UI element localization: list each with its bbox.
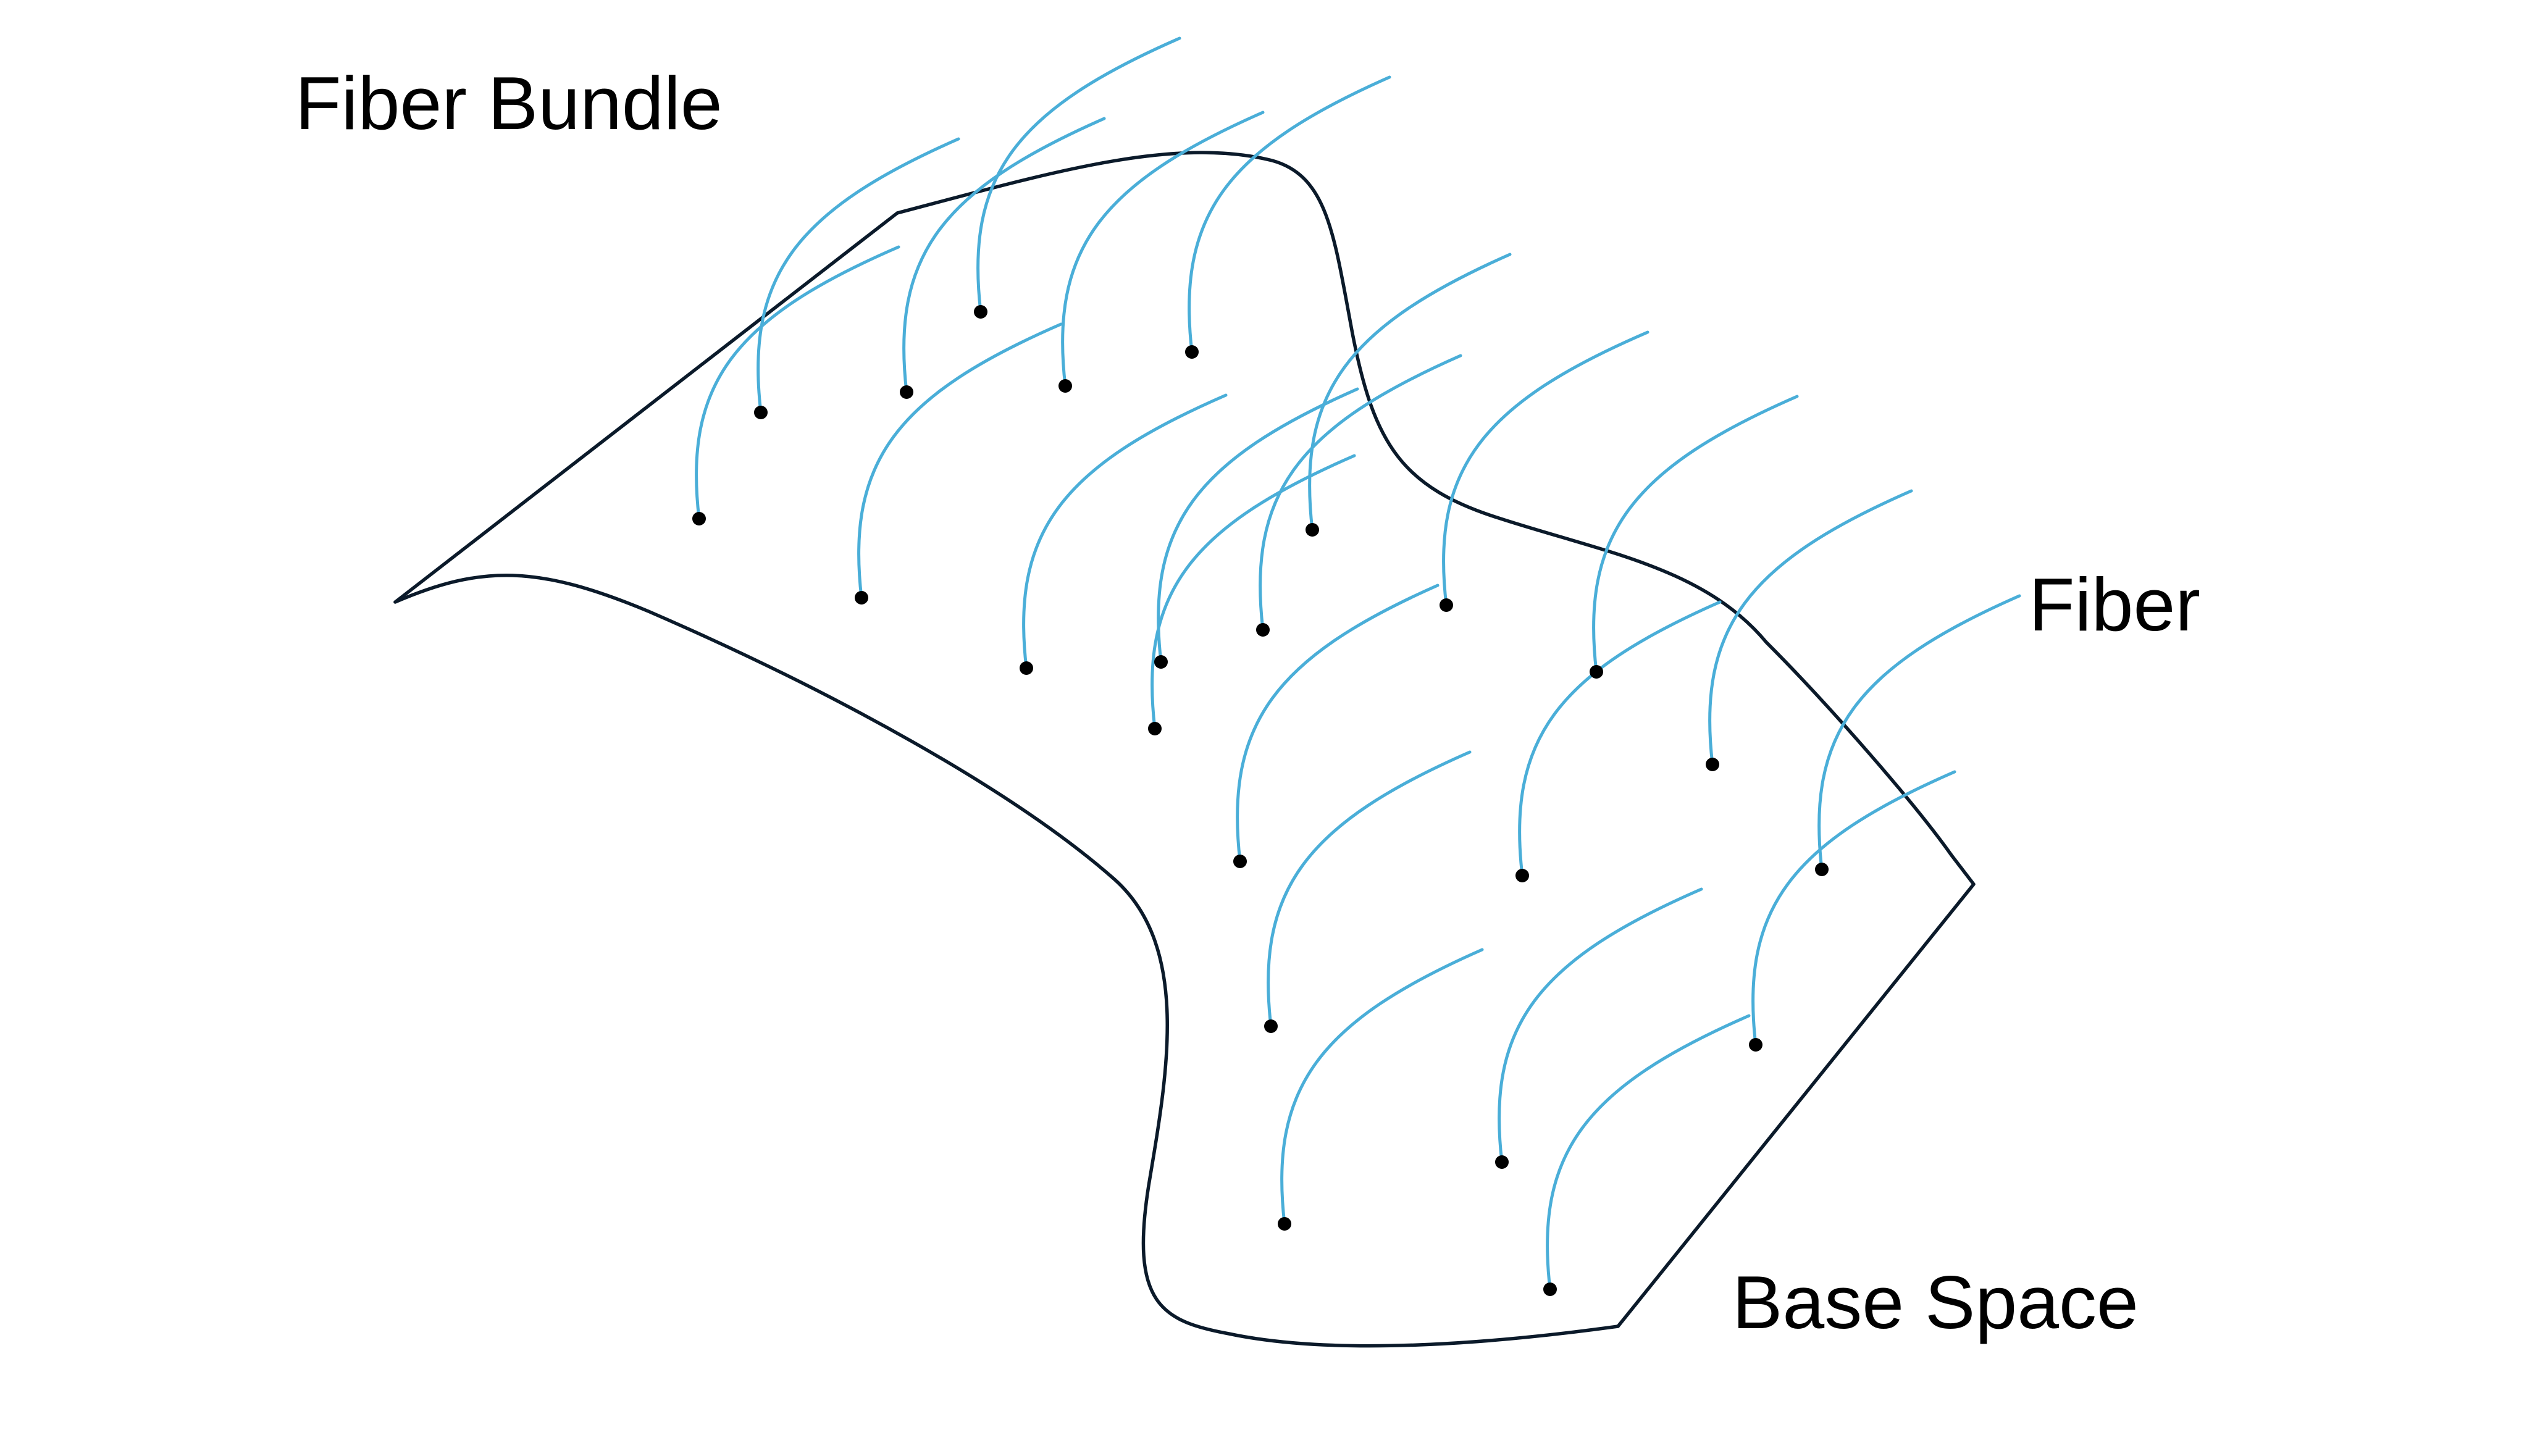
fiber-15	[1708, 489, 1913, 766]
base-point-3	[692, 512, 706, 525]
fiber-1	[757, 137, 960, 414]
base-point-4	[900, 385, 913, 399]
fiber-17	[1518, 600, 1722, 877]
base-point-14	[1148, 722, 1162, 735]
base-point-18	[1815, 863, 1829, 876]
fiber-4	[902, 117, 1106, 394]
base-point-15	[1706, 758, 1719, 771]
fiber-6	[1061, 111, 1265, 388]
base-space-outline	[393, 151, 1976, 1348]
base-point-21	[1495, 1155, 1509, 1169]
base-point-9	[1154, 655, 1168, 669]
fiber-13	[1592, 395, 1799, 674]
fiber-20	[1751, 770, 1956, 1047]
base-point-12	[1440, 598, 1453, 612]
fiber-21	[1498, 887, 1703, 1164]
base-point-8	[1020, 661, 1033, 675]
base-point-5	[1185, 345, 1199, 359]
fiber-22	[1280, 948, 1484, 1226]
base-point-13	[1590, 665, 1603, 679]
base-point-19	[1264, 1019, 1278, 1033]
fiber-3	[695, 245, 900, 521]
base-point-1	[754, 406, 768, 419]
base-space-bottom-edge	[393, 573, 1620, 1348]
fiber-16	[1236, 584, 1440, 863]
fibers	[695, 36, 2021, 1291]
fiber-label: Fiber	[2029, 563, 2200, 646]
fiber-12	[1442, 330, 1649, 607]
base-point-23	[1543, 1282, 1557, 1296]
fiber-2	[976, 36, 1181, 314]
base-space-right-edge	[1616, 853, 1976, 1328]
fiber-11	[1308, 253, 1512, 532]
base-space-left-edge	[393, 211, 899, 604]
base-points	[692, 305, 1829, 1296]
base-point-7	[855, 591, 868, 605]
fiber-23	[1546, 1014, 1751, 1291]
base-space-top-edge	[895, 151, 1953, 857]
fiber-7	[857, 322, 1063, 600]
diagram-title: Fiber Bundle	[295, 61, 723, 145]
fiber-18	[1817, 594, 2021, 871]
base-point-10	[1256, 623, 1270, 637]
base-point-20	[1749, 1038, 1762, 1052]
base-point-17	[1515, 869, 1529, 882]
fiber-8	[1022, 393, 1228, 670]
fiber-5	[1188, 75, 1391, 354]
base-point-11	[1306, 523, 1319, 537]
base-point-22	[1278, 1217, 1291, 1231]
base-space-label: Base Space	[1732, 1260, 2139, 1344]
fiber-19	[1267, 750, 1472, 1028]
base-point-6	[1058, 379, 1072, 393]
base-point-16	[1233, 855, 1247, 868]
base-point-2	[974, 305, 987, 319]
fiber-10	[1259, 354, 1462, 632]
fiber-14	[1151, 454, 1356, 730]
fiber-9	[1157, 387, 1359, 664]
